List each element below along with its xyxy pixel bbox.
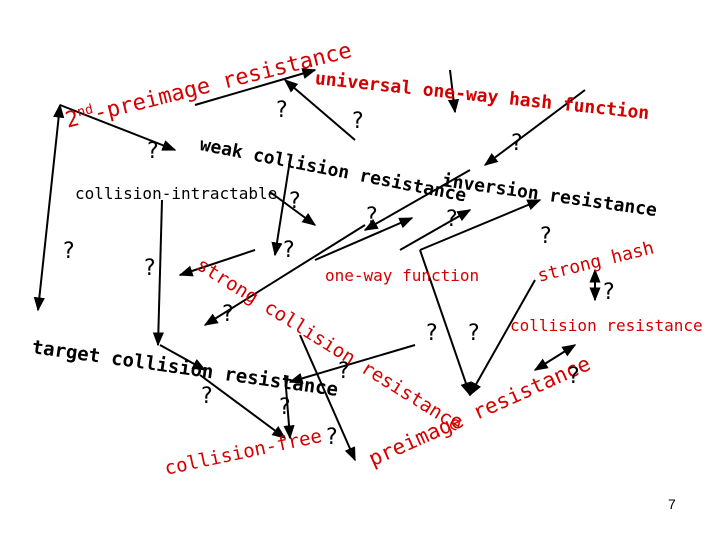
- arrow-strong-collision-to-collision-intractable: [271, 159, 291, 257]
- arrow-preimage-to-collision-resistance: [469, 279, 536, 397]
- page-number: 7: [668, 496, 676, 512]
- question-mark: ?: [426, 321, 438, 346]
- question-mark: ?: [144, 256, 156, 281]
- question-mark: ?: [468, 321, 480, 346]
- question-mark: ?: [568, 364, 580, 389]
- arrow-one-way-to-inversion: [399, 209, 472, 251]
- arrow-universal-to-strong-hash: [483, 89, 586, 166]
- question-mark: ?: [283, 238, 295, 263]
- question-mark: ?: [276, 98, 288, 123]
- arrow-collision-intractable-to-target: [33, 103, 65, 312]
- arrow-inversion-to-weak: [363, 169, 471, 231]
- question-mark: ?: [279, 395, 291, 420]
- arrow-collision-intractable-to-strong-collision: [269, 191, 317, 226]
- question-mark: ?: [338, 359, 350, 384]
- question-mark: ?: [147, 139, 159, 164]
- arrow-collision-resistance-to-preimage: [533, 344, 577, 371]
- arrow-one-way-to-preimage-b: [419, 249, 472, 397]
- arrow-one-way-to-preimage: [419, 199, 542, 251]
- question-mark: ?: [540, 224, 552, 249]
- arrow-collision-intractable-down: [152, 199, 164, 347]
- term-collision-intractable: collision-intractable: [75, 186, 277, 202]
- arrow-strong-collision-to-target: [178, 249, 256, 277]
- arrow-2nd-preimage-to-weak: [194, 68, 317, 106]
- question-mark: ?: [603, 280, 615, 305]
- question-mark: ?: [511, 131, 523, 156]
- question-mark: ?: [326, 425, 338, 450]
- question-mark: ?: [366, 204, 378, 229]
- arrow-collision-free-to-target: [159, 344, 207, 371]
- term-collision-resistance: collision resistance: [510, 318, 703, 334]
- arrow-target-to-collision-free: [283, 374, 295, 440]
- arrow-one-way-to-strong: [314, 217, 414, 261]
- question-mark: ?: [289, 189, 301, 214]
- collision-intractable-label: collision-intractable: [75, 184, 278, 203]
- arrow-strong-collision-to-preimage: [299, 334, 356, 462]
- one-way-function-label: one-way function: [325, 266, 480, 285]
- term-one-way-function: one-way function: [325, 268, 479, 284]
- question-mark: ?: [201, 384, 213, 409]
- question-mark: ?: [63, 239, 75, 264]
- arrow-collision-resistance-to-target: [288, 344, 416, 384]
- arrow-universal-to-2nd-preimage: [283, 79, 356, 141]
- question-mark: ?: [222, 302, 234, 327]
- question-mark: ?: [446, 207, 458, 232]
- arrow-collision-free-to-strong: [203, 224, 366, 326]
- ordinal-superscript: nd: [75, 102, 95, 121]
- collision-resistance-label: collision resistance: [510, 316, 703, 335]
- arrow-universal-to-inversion: [447, 69, 460, 114]
- arrow-weak-to-2nd-preimage: [59, 104, 177, 151]
- arrow-target-to-collision-free-b: [199, 374, 287, 439]
- question-mark: ?: [352, 109, 364, 134]
